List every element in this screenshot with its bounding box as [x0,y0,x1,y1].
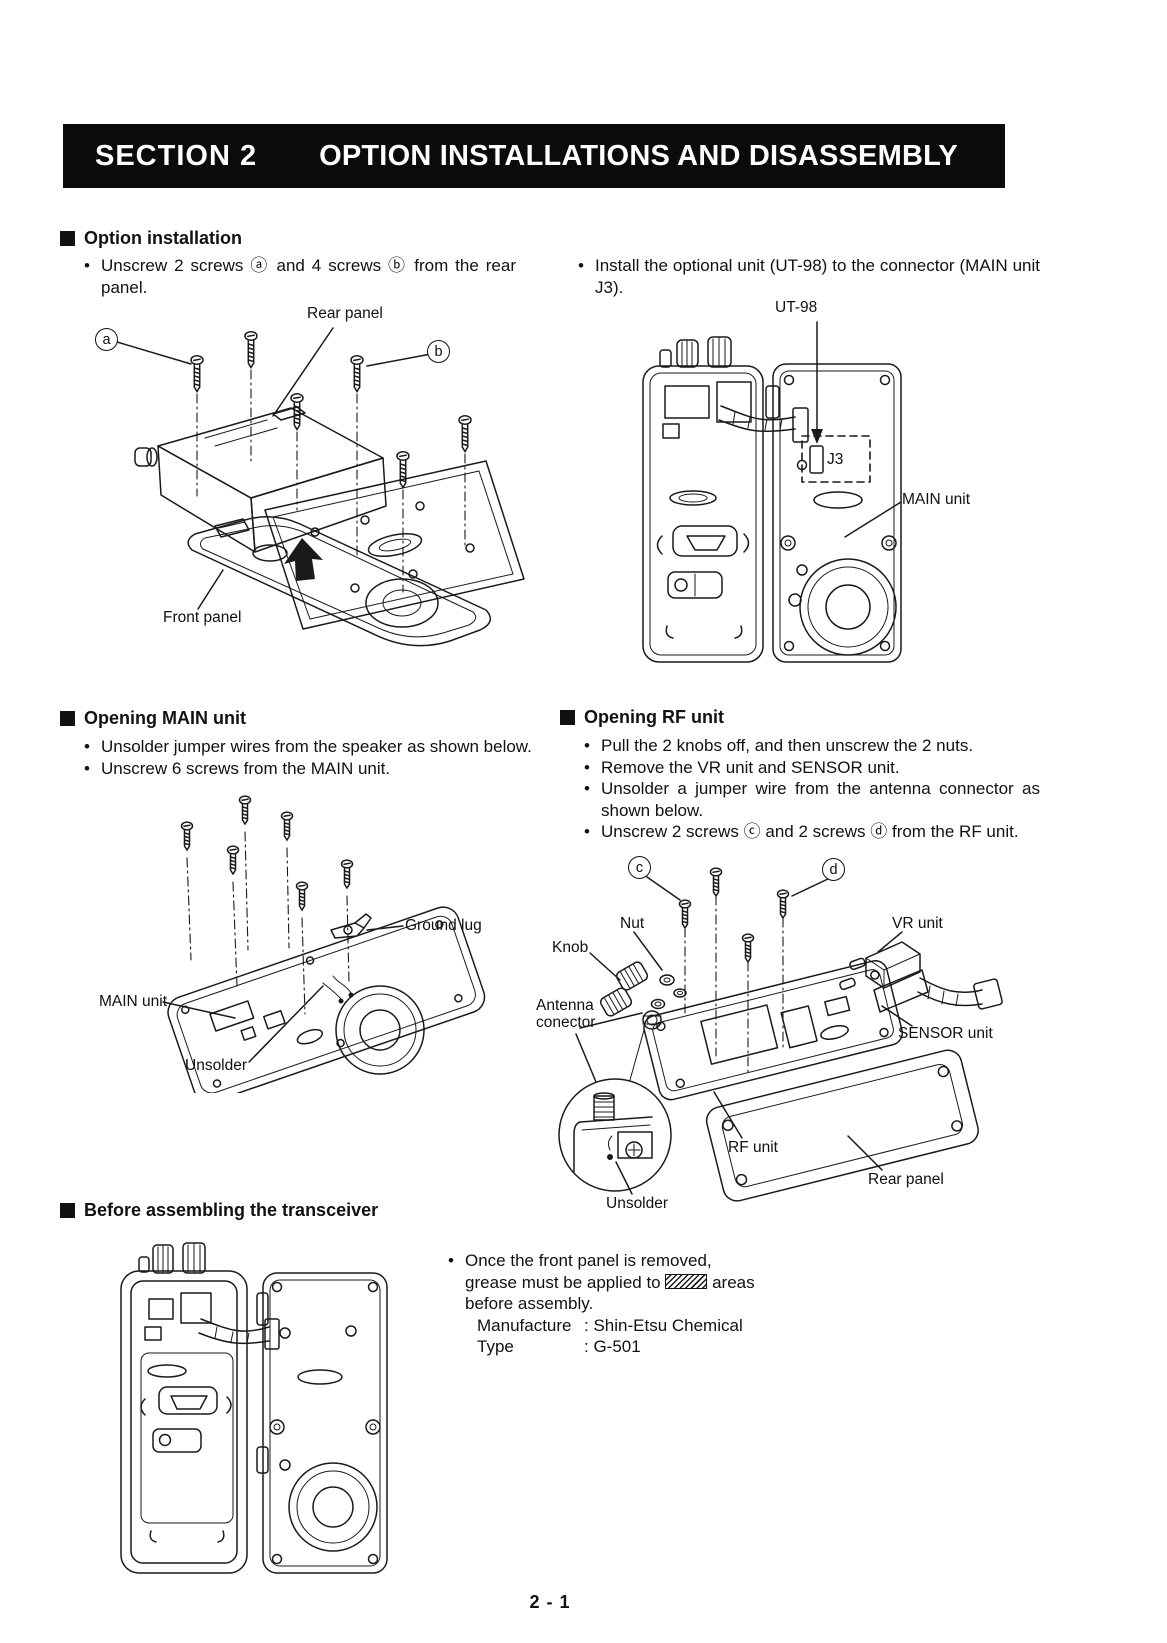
label-j3: J3 [827,451,844,468]
label-rear-panel: Rear panel [307,305,383,322]
heading-opening-main-unit: Opening MAIN unit [60,708,246,729]
bullet-unscrew-cd: Unscrew 2 screws ⓒ and 2 screws ⓓ from t… [584,821,1040,843]
label-ground-lug: Ground lug [405,917,482,934]
rf-unit-figure: c d Nut Knob VR unit Antenna conector SE… [530,820,1010,1220]
heading-opening-rf-unit: Opening RF unit [560,707,724,728]
label-main-unit: MAIN unit [902,491,971,508]
type-row: Type: G-501 [477,1337,641,1356]
bullet-unsolder-jumper: Unsolder jumper wires from the speaker a… [84,736,544,758]
section-header-bar: SECTION 2 OPTION INSTALLATIONS AND DISAS… [63,124,1005,188]
screw-label-c: c [628,856,651,879]
label-nut: Nut [620,915,645,932]
bullet-unscrew-6: Unscrew 6 screws from the MAIN unit. [84,758,544,780]
ut98-install-diagram [642,321,902,663]
heading-square [560,710,575,725]
label-vr-unit: VR unit [892,915,943,932]
option-installation-figure: a Rear panel b Front panel [65,298,545,648]
bullet-grease: Once the front panel is removed, [448,1250,758,1272]
manufacture-row: Manufacture: Shin-Etsu Chemical [477,1315,743,1335]
label-rf-unit: RF unit [728,1139,778,1156]
grease-areas-diagram [120,1242,388,1574]
ut98-install-figure: UT-98 J3 MAIN unit [605,299,1005,670]
label-main-unit-2: MAIN unit [99,993,168,1010]
bullet-dot [578,255,588,298]
main-unit-diagram [162,795,486,1103]
grease-note: Once the front panel is removed, grease … [448,1250,758,1358]
screw-label-a: a [95,328,118,351]
heading-square [60,231,75,246]
heading-option-installation: Option installation [60,228,242,249]
label-front-panel: Front panel [163,609,242,626]
page-number: 2 - 1 [529,1592,571,1612]
screw-label-b: b [427,340,450,363]
heading-square [60,711,75,726]
main-unit-figure: Ground lug MAIN unit Unsolder [85,778,540,1103]
hatch-area-swatch [665,1273,708,1289]
bullet-pull-knobs: Pull the 2 knobs off, and then unscrew t… [584,735,1040,757]
bullet-remove-vr: Remove the VR unit and SENSOR unit. [584,757,1040,779]
page-title: OPTION INSTALLATIONS AND DISASSEMBLY [319,139,958,172]
label-antenna-conector: Antenna conector [536,997,596,1031]
label-knob: Knob [552,939,589,956]
grease-line2: grease must be applied to areas [465,1272,755,1292]
label-unsolder-rf: Unsolder [606,1195,669,1212]
bullet-unsolder-antenna: Unsolder a jumper wire from the antenna … [584,778,1040,821]
label-unsolder-main: Unsolder [185,1057,248,1074]
bullet-install-ut98: Install the optional unit (UT-98) to the… [578,255,1040,298]
heading-square [60,1203,75,1218]
section-number: SECTION 2 [95,139,258,172]
option-installation-diagram [116,327,525,647]
grease-areas-figure [105,1235,435,1590]
rf-unit-diagram [558,867,1003,1202]
heading-before-assembling: Before assembling the transceiver [60,1200,378,1221]
label-rear-panel-rf: Rear panel [868,1171,944,1188]
label-sensor-unit: SENSOR unit [898,1025,993,1042]
grease-line3: before assembly. [465,1294,594,1313]
label-ut98: UT-98 [775,299,818,316]
screw-label-d: d [822,858,845,881]
bullet-unscrew-rear: Unscrew 2 screws ⓐ and 4 screws ⓑ from t… [84,255,516,298]
bullet-dot [84,255,94,298]
